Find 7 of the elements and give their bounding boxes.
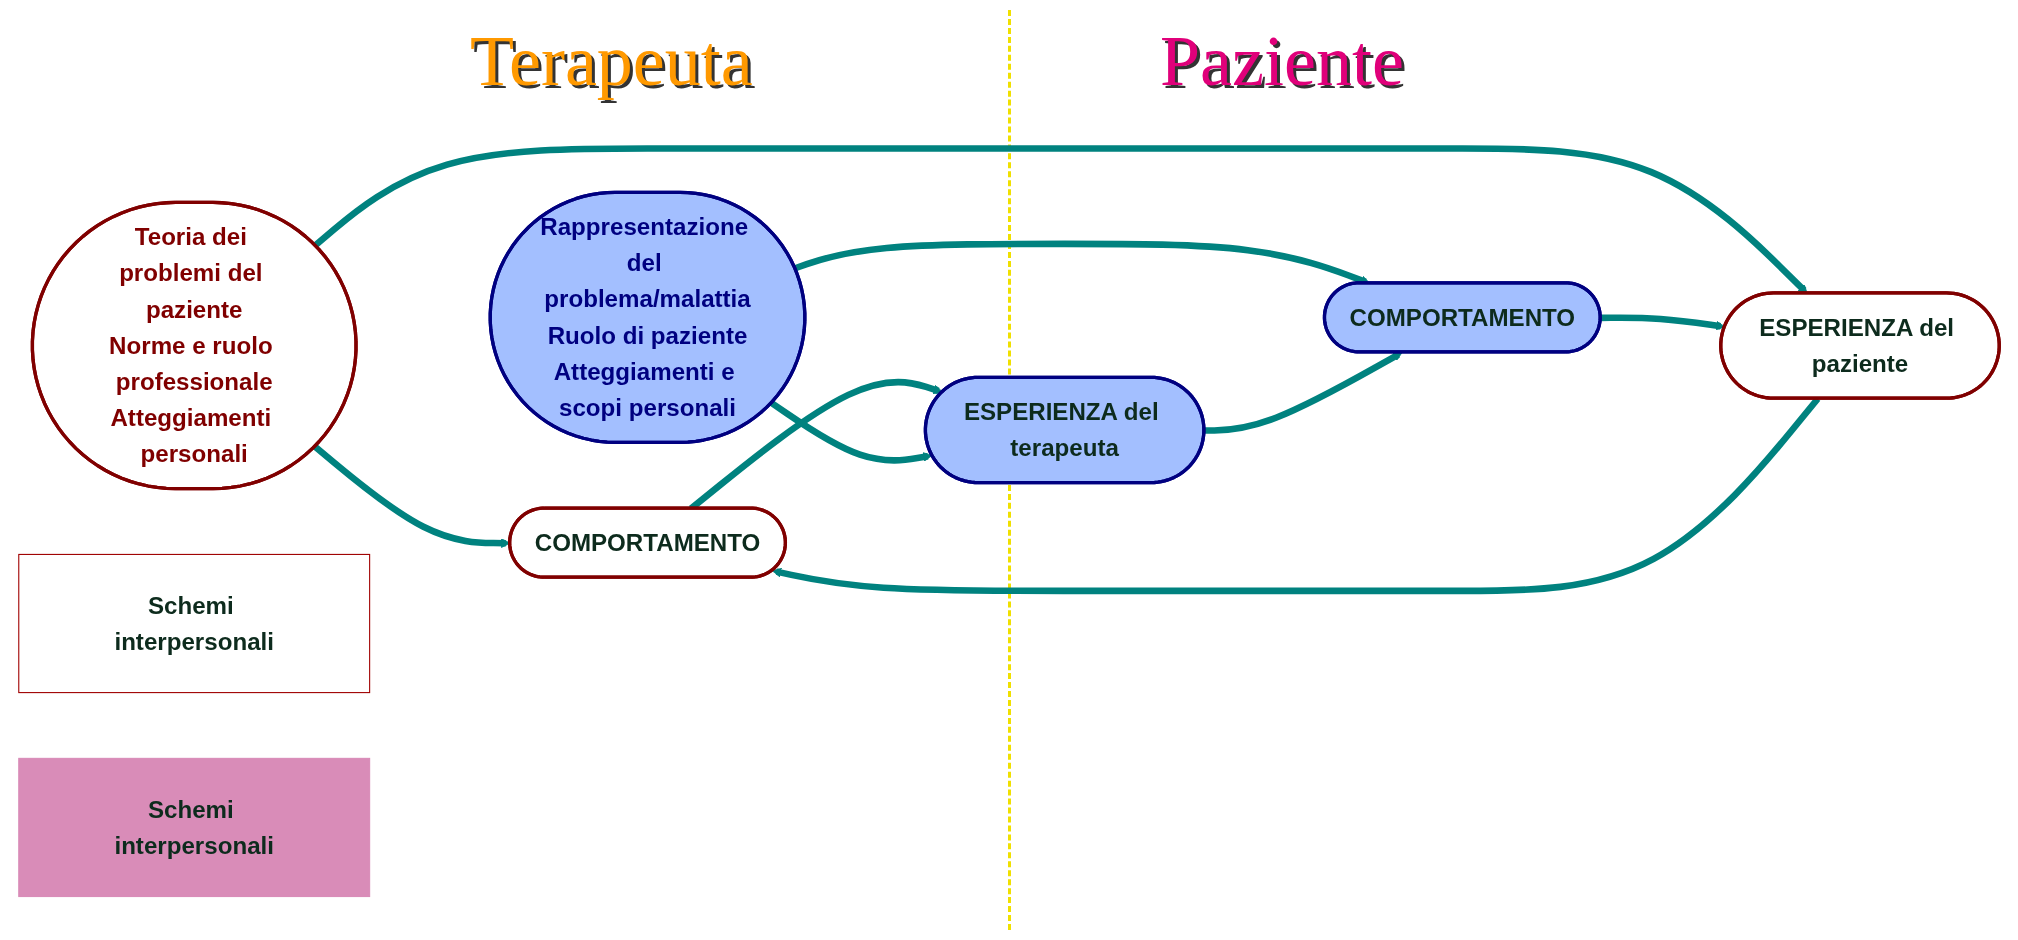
arrow xyxy=(769,400,933,464)
node-box: Schemi interpersonali xyxy=(18,757,371,898)
heading: Paziente xyxy=(1160,20,1404,103)
heading: Terapeuta xyxy=(470,20,753,103)
node-box: Schemi interpersonali xyxy=(18,553,371,694)
arrow xyxy=(313,145,1808,294)
arrow xyxy=(1204,351,1403,434)
